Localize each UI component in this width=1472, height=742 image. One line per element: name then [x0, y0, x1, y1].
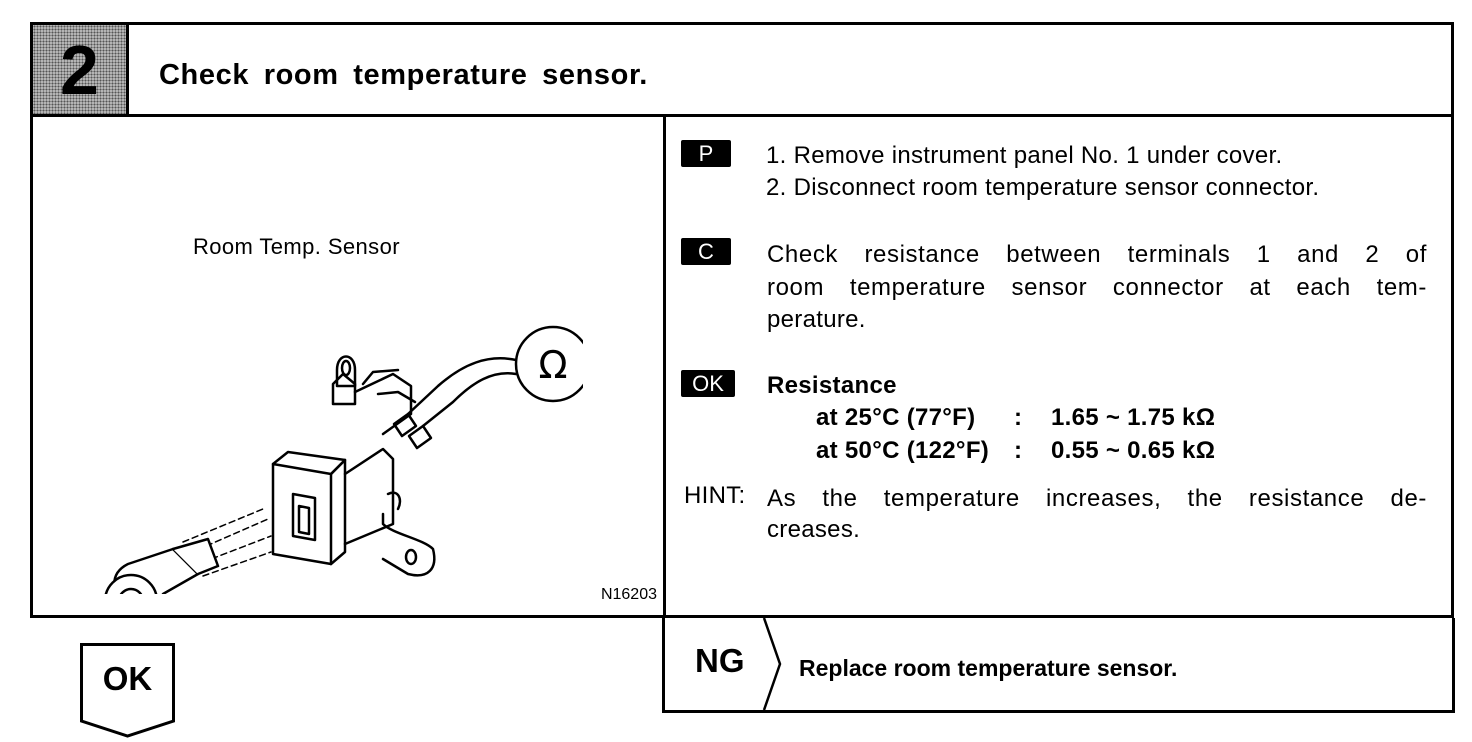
check-line-2: room temperature sensor connector at eac… [767, 274, 1427, 301]
figure-label: Room Temp. Sensor [193, 234, 400, 259]
sensor-illustration: Ω [104, 325, 583, 594]
ng-result-label: NG [695, 642, 745, 679]
step-number-box [33, 25, 129, 114]
hair-dryer-icon [104, 573, 158, 594]
ok-arrow-box [80, 643, 175, 738]
spec-title: Resistance [767, 372, 897, 399]
check-tag: C [681, 238, 731, 265]
ng-chevron-icon [762, 618, 782, 710]
spec-value-2: 0.55 ~ 0.65 kΩ [1051, 437, 1216, 464]
hint-line-1: As the temperature increases, the resist… [767, 485, 1427, 512]
figure-code: N16203 [600, 586, 657, 603]
spec-sep-2: : [1014, 437, 1023, 464]
procedure-panel: P 1. Remove instrument panel No. 1 under… [666, 114, 1451, 618]
hint-line-2: creases. [767, 516, 861, 543]
spec-condition-1: at 25°C (77°F) [816, 404, 976, 431]
step-number: 2 [60, 30, 99, 109]
spec-sep-1: : [1014, 404, 1023, 431]
inspection-frame: 2 Check room temperature sensor. Room Te… [30, 22, 1454, 618]
ng-action-text: Replace room temperature sensor. [799, 655, 1178, 681]
check-line-3: perature. [767, 306, 866, 333]
check-line-1: Check resistance between terminals 1 and… [767, 241, 1427, 268]
spec-condition-2: at 50°C (122°F) [816, 437, 990, 464]
ok-result-label: OK [102, 660, 153, 697]
column-divider [663, 114, 666, 618]
step-title: Check room temperature sensor. [159, 59, 648, 91]
prep-step-1: 1. Remove instrument panel No. 1 under c… [766, 142, 1283, 169]
spec-value-1: 1.65 ~ 1.75 kΩ [1051, 404, 1216, 431]
step-header: 2 Check room temperature sensor. [33, 25, 1451, 117]
prep-tag: P [681, 140, 731, 167]
figure-panel: Room Temp. Sensor Ω [33, 114, 663, 618]
ng-result-box: NG Replace room temperature sensor. [662, 618, 1455, 713]
ohmmeter-icon [514, 325, 583, 403]
ok-tag: OK [681, 370, 735, 397]
prep-step-2: 2. Disconnect room temperature sensor co… [766, 174, 1320, 201]
hint-label: HINT: [684, 482, 746, 509]
ohm-symbol: Ω [538, 343, 567, 387]
